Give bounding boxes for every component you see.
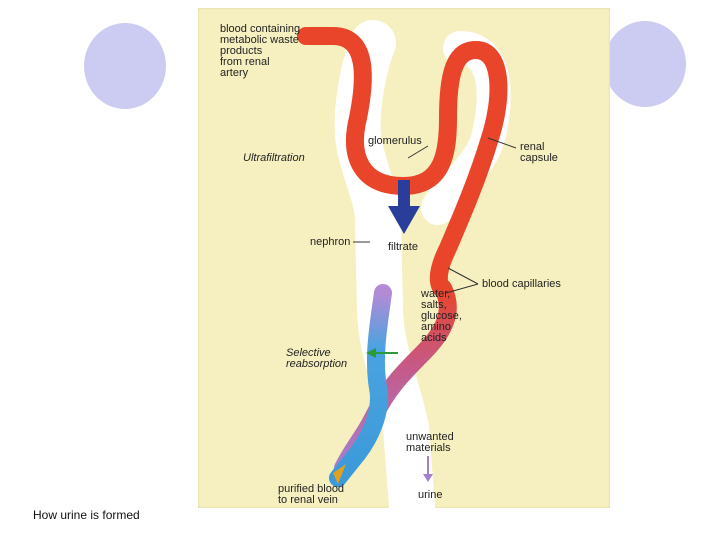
ultrafiltration-arrow (388, 180, 420, 234)
label-renal-capsule: renal capsule (520, 141, 558, 164)
decorative-circle-left (84, 23, 166, 109)
label-blood-capillaries: blood capillaries (482, 278, 561, 290)
leader-lines (353, 137, 517, 294)
label-nephron: nephron (310, 236, 351, 248)
label-glomerulus: glomerulus (368, 135, 422, 147)
kidney-diagram: blood containing metabolic waste product… (198, 8, 610, 508)
label-filtrate: filtrate (388, 241, 418, 253)
label-urine: urine (418, 489, 443, 501)
vein-vessel (329, 284, 392, 487)
label-selective-reabsorption: Selective reabsorption (286, 347, 348, 370)
purified-blood-arrow (333, 464, 346, 484)
reabsorption-arrow (366, 348, 398, 358)
label-filtrate-contents: water, salts, glucose, amino acids (421, 288, 462, 344)
diagram-drawing (297, 20, 517, 508)
label-unwanted-materials: unwanted materials (406, 431, 454, 454)
slide-caption: How urine is formed (33, 508, 140, 522)
label-purified-blood: purified blood to renal vein (278, 483, 345, 506)
urine-arrow (423, 456, 433, 482)
decorative-circle-right (604, 21, 686, 107)
label-blood-in: blood containing metabolic waste product… (220, 23, 301, 79)
label-ultrafiltration: Ultrafiltration (243, 152, 305, 164)
artery-vessel (297, 27, 508, 299)
